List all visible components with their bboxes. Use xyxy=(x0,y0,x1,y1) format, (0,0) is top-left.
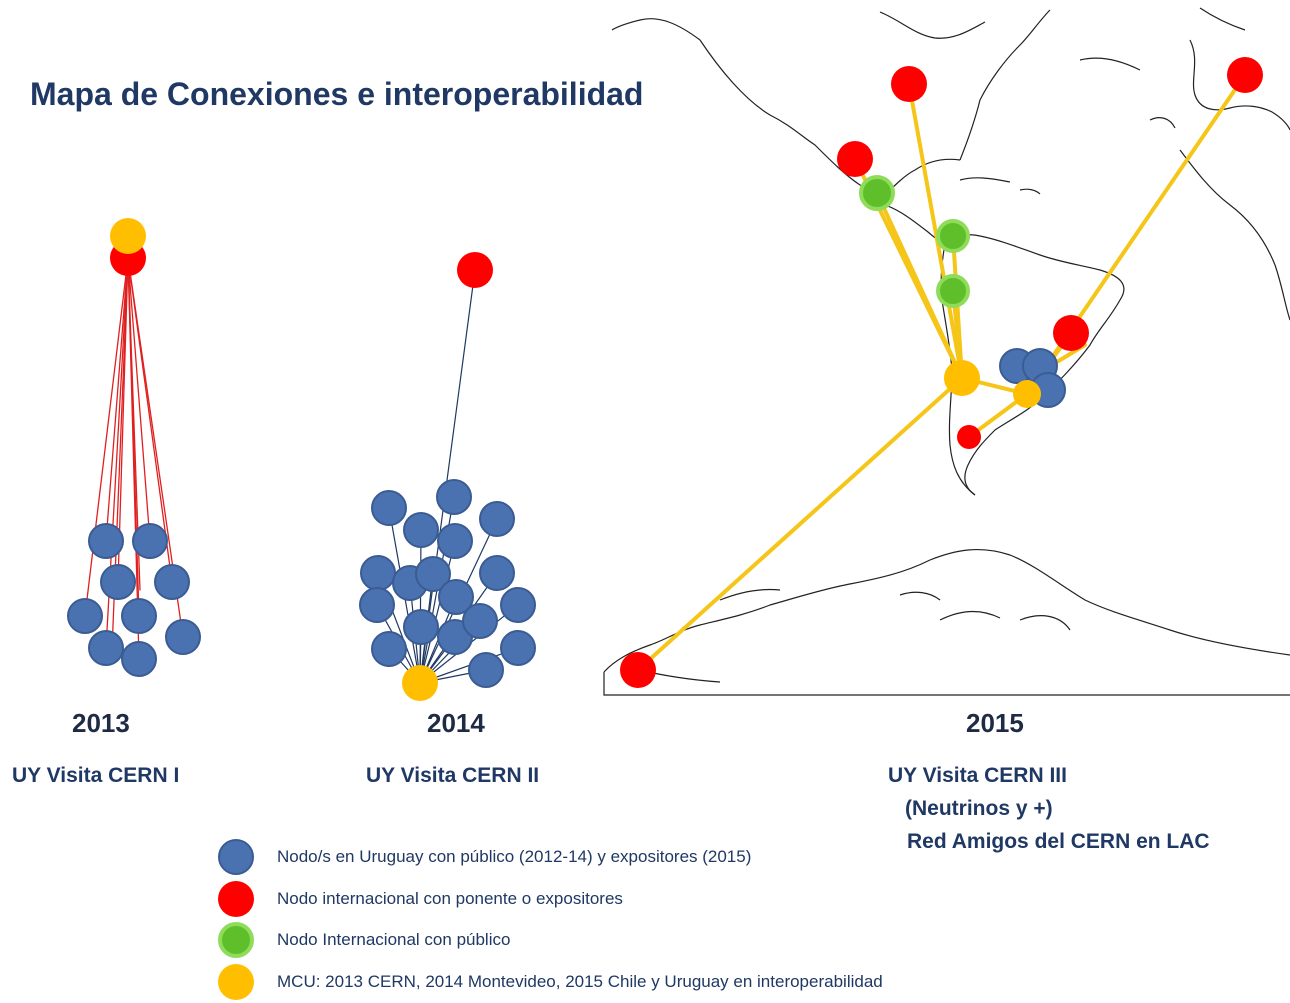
international-public-node-2015 xyxy=(936,219,970,253)
uruguay-node-2013 xyxy=(88,630,124,666)
uruguay-node-2014 xyxy=(415,556,451,592)
mcu-node-2013 xyxy=(110,218,146,254)
uruguay-node-2013 xyxy=(121,598,157,634)
link-2015 xyxy=(636,376,964,672)
link-2013 xyxy=(127,257,151,542)
uruguay-node-2013 xyxy=(67,598,103,634)
international-node-2015 xyxy=(837,141,873,177)
legend-item-international-speaker: Nodo internacional con ponente o exposit… xyxy=(218,879,623,919)
international-node-2015 xyxy=(1053,315,1089,351)
panel-2014-subtitle: UY Visita CERN II xyxy=(366,764,540,787)
legend-item-uruguay: Nodo/s en Uruguay con público (2012-14) … xyxy=(218,837,751,877)
uruguay-node-2013 xyxy=(88,523,124,559)
green-node-icon xyxy=(218,922,254,958)
year-2013-label: 2013 xyxy=(72,708,130,738)
uruguay-node-2014 xyxy=(462,603,498,639)
panel-2015-subtitle-line1: UY Visita CERN III xyxy=(888,764,1067,787)
uruguay-node-2014 xyxy=(371,490,407,526)
international-node-2014 xyxy=(457,252,493,288)
legend-label: Nodo/s en Uruguay con público (2012-14) … xyxy=(277,847,752,866)
panel-2015-subtitle-line3: Red Amigos del CERN en LAC xyxy=(907,830,1210,853)
legend-label: Nodo Internacional con público xyxy=(277,930,511,949)
page-title: Mapa de Conexiones e interoperabilidad xyxy=(30,76,644,112)
legend-item-mcu: MCU: 2013 CERN, 2014 Montevideo, 2015 Ch… xyxy=(218,962,883,1002)
legend-label: Nodo internacional con ponente o exposit… xyxy=(277,889,623,908)
uruguay-node-2013 xyxy=(121,641,157,677)
link-2015 xyxy=(907,82,964,380)
uruguay-node-2014 xyxy=(479,501,515,537)
link-2015 xyxy=(875,191,964,380)
yellow-node-icon xyxy=(218,964,254,1000)
uruguay-node-2013 xyxy=(100,564,136,600)
mcu-node-2015 xyxy=(944,360,980,396)
link-2014 xyxy=(419,540,456,684)
uruguay-node-2014 xyxy=(371,631,407,667)
international-public-node-2015 xyxy=(936,274,970,308)
legend-label: MCU: 2013 CERN, 2014 Montevideo, 2015 Ch… xyxy=(277,972,883,991)
mcu-node-2014 xyxy=(402,665,438,701)
uruguay-node-2014 xyxy=(403,609,439,645)
uruguay-node-2014 xyxy=(500,587,536,623)
year-2015-label: 2015 xyxy=(966,708,1024,738)
uruguay-node-2014 xyxy=(479,555,515,591)
uruguay-node-2014 xyxy=(360,555,396,591)
uruguay-node-2013 xyxy=(132,523,168,559)
international-node-2015 xyxy=(957,425,981,449)
legend-item-international-public: Nodo Internacional con público xyxy=(218,920,510,960)
blue-node-icon xyxy=(218,839,254,875)
link-2013 xyxy=(84,257,129,617)
uruguay-node-2014 xyxy=(403,512,439,548)
mcu-node-2015 xyxy=(1013,380,1041,408)
year-2014-label: 2014 xyxy=(427,708,485,738)
world-map-outline xyxy=(603,7,1290,696)
uruguay-node-2014 xyxy=(500,630,536,666)
panel-2013-subtitle: UY Visita CERN I xyxy=(12,764,180,787)
uruguay-node-2013 xyxy=(154,564,190,600)
red-node-icon xyxy=(218,881,254,917)
uruguay-node-2014 xyxy=(436,479,472,515)
uruguay-node-2014 xyxy=(437,523,473,559)
international-public-node-2015 xyxy=(859,175,895,211)
international-node-2015 xyxy=(620,652,656,688)
link-2013 xyxy=(105,257,129,542)
uruguay-node-2014 xyxy=(438,579,474,615)
panel-2015-subtitle-line2: (Neutrinos y +) xyxy=(905,797,1053,820)
international-node-2015 xyxy=(1227,57,1263,93)
uruguay-node-2014 xyxy=(359,587,395,623)
nodes-layer xyxy=(67,57,1263,701)
uruguay-node-2014 xyxy=(468,652,504,688)
uruguay-node-2013 xyxy=(165,619,201,655)
international-node-2015 xyxy=(891,66,927,102)
